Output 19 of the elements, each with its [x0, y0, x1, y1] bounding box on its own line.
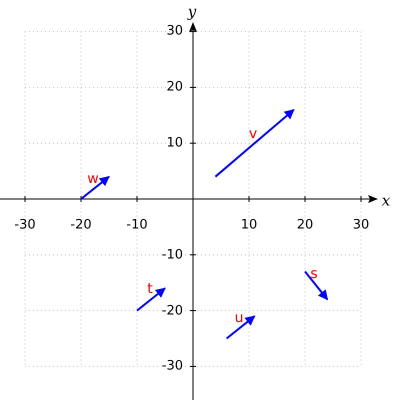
tick-label: -10: [126, 218, 148, 232]
tick-label: -20: [162, 304, 183, 318]
tick-label: -30: [162, 360, 183, 372]
vector-label: s: [310, 267, 318, 281]
tick-label: 20: [166, 80, 183, 94]
axis-label: y: [188, 4, 196, 20]
vector-label: v: [248, 127, 258, 141]
vector-label: t: [147, 282, 153, 296]
tick-label: -10: [162, 248, 183, 262]
tick-label: 10: [240, 218, 258, 232]
tick-label: -20: [70, 218, 92, 232]
vector-label: w: [87, 172, 99, 186]
tick-label: 30: [166, 24, 183, 38]
tick-label: 20: [296, 218, 314, 232]
tick-label: -30: [14, 218, 36, 232]
axis-label: x: [382, 194, 390, 208]
tick-label: 30: [352, 218, 370, 232]
vector-label: u: [234, 311, 244, 325]
tick-label: 10: [166, 136, 183, 150]
